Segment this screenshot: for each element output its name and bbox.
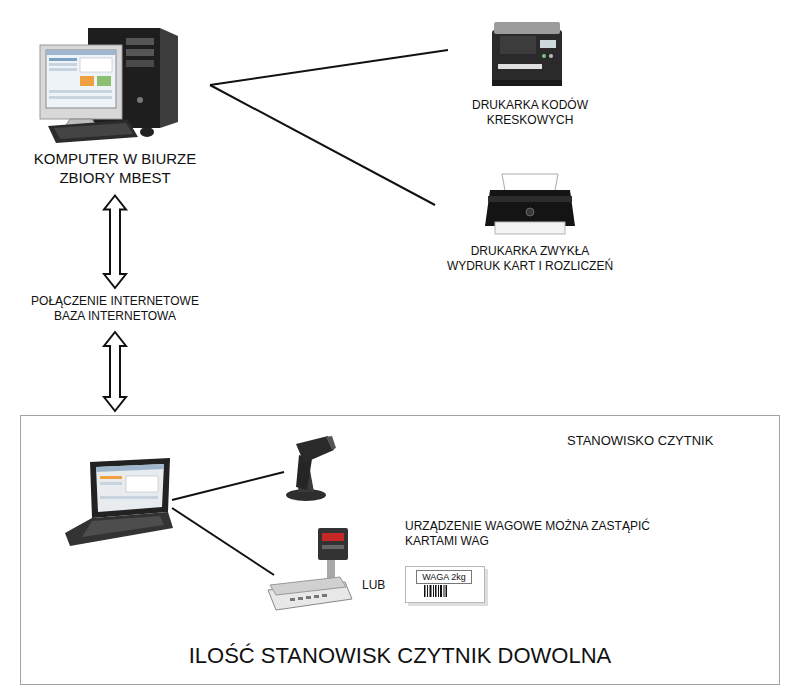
weighing-scale-icon xyxy=(322,545,344,549)
barcode-printer-icon xyxy=(492,22,562,86)
desktop-computer-icon xyxy=(126,49,154,56)
weighing-scale-icon xyxy=(270,577,346,595)
desktop-computer-icon xyxy=(46,50,116,55)
desktop-computer-icon xyxy=(137,97,143,103)
double-arrow xyxy=(104,332,126,411)
office-printer-icon xyxy=(485,174,575,234)
weight-card-barcode xyxy=(430,585,432,597)
barcode-scanner-icon xyxy=(286,436,336,501)
node-label: DRUKARKA KODÓW KRESKOWYCH xyxy=(455,98,605,128)
reader-cable xyxy=(172,508,274,575)
weighing-scale-icon xyxy=(306,596,311,599)
weight-card-barcode xyxy=(427,585,428,597)
desktop-computer-icon xyxy=(126,60,154,67)
laptop-icon xyxy=(126,476,158,492)
reader-cable xyxy=(172,472,284,500)
desktop-computer-icon xyxy=(49,90,112,93)
alternative-word: LUB xyxy=(362,578,385,593)
barcode-printer-icon xyxy=(500,36,536,54)
laptop-icon xyxy=(96,464,164,512)
reader-cable xyxy=(172,472,284,575)
barcode-printer-icon xyxy=(498,64,542,69)
desktop-computer-icon xyxy=(40,28,178,143)
laptop-icon xyxy=(96,464,164,472)
barcode-printer: DRUKARKA KODÓW KRESKOWYCH xyxy=(451,18,609,132)
reader-station-panel: WAGA 2kg STANOWISKO CZYTNIK ILOŚĆ STANOWIS… xyxy=(20,415,780,685)
weight-card-barcode xyxy=(438,585,439,597)
node-label: DRUKARKA ZWYKŁA xyxy=(442,244,618,259)
barcode-printer-icon xyxy=(542,54,546,58)
weight-card-barcode xyxy=(424,585,426,597)
office-printer-icon xyxy=(526,208,534,216)
node-description: WYDRUK KART I ROZLICZEŃ xyxy=(442,259,618,274)
desktop-computer-icon xyxy=(48,120,138,143)
desktop-computer-icon xyxy=(49,68,77,71)
weighing-scale-icon xyxy=(268,528,352,610)
office-computer: KOMPUTER W BIURZE ZBIORY MBEST xyxy=(23,22,207,192)
cable-line xyxy=(210,50,448,85)
desktop-computer-icon xyxy=(46,50,116,108)
laptop-icon xyxy=(82,516,164,537)
weighing-scale-icon xyxy=(314,595,319,598)
double-arrow xyxy=(104,196,126,289)
weight-card-barcode xyxy=(433,585,434,597)
weight-card-barcode xyxy=(435,585,437,597)
node-description: ILOŚĆ STANOWISK CZYTNIK DOWOLNA xyxy=(21,642,779,670)
weight-card-barcode xyxy=(405,566,488,606)
office-printer-icon xyxy=(488,196,572,202)
weight-card-barcode xyxy=(446,585,448,597)
weight-card-barcode xyxy=(444,585,445,597)
office-printer-icon xyxy=(485,190,575,226)
weighing-scale-icon xyxy=(322,533,344,541)
desktop-computer-icon xyxy=(126,38,154,45)
weighing-scale-icon xyxy=(290,598,295,601)
weight-card-barcode xyxy=(405,566,485,603)
weighing-scale-icon xyxy=(318,528,348,560)
internet-database: POŁĄCZENIE INTERNETOWE BAZA INTERNETOWA xyxy=(19,292,211,328)
laptop-icon xyxy=(90,458,170,518)
cable-line xyxy=(210,85,435,205)
node-label: POŁĄCZENIE INTERNETOWE BAZA INTERNETOWA xyxy=(23,294,207,324)
barcode-printer-icon xyxy=(540,40,556,48)
laptop-icon xyxy=(100,476,122,479)
barcode-printer-icon xyxy=(492,30,562,86)
laptop-icon xyxy=(65,458,173,546)
laptop-icon xyxy=(100,482,122,485)
office-printer-icon xyxy=(495,222,565,234)
note-text: URZĄDZENIE WAGOWE MOŻNA ZASTĄPIĆ KARTAMI… xyxy=(405,519,667,549)
laptop-icon xyxy=(100,496,158,499)
office-printer: DRUKARKA ZWYKŁAWYDRUK KART I ROZLICZEŃ xyxy=(438,168,622,278)
node-label: KOMPUTER W BIURZE ZBIORY MBEST xyxy=(27,150,203,188)
desktop-computer-icon xyxy=(40,45,122,119)
desktop-computer-icon xyxy=(80,76,94,86)
barcode-scanner-icon xyxy=(326,436,336,450)
desktop-computer-icon xyxy=(140,127,154,137)
laptop-icon xyxy=(65,512,173,546)
desktop-computer-icon xyxy=(160,28,178,128)
desktop-computer-icon xyxy=(97,76,111,86)
desktop-computer-icon xyxy=(80,58,112,72)
desktop-computer-icon xyxy=(49,58,77,61)
node-label: WAGA 2kg xyxy=(416,570,472,584)
desktop-computer-icon xyxy=(49,96,112,99)
weight-card: WAGA 2kg xyxy=(405,566,485,603)
barcode-printer-icon xyxy=(492,80,562,86)
node-label: STANOWISKO CZYTNIK xyxy=(567,433,713,449)
weighing-scale-icon xyxy=(298,597,303,600)
barcode-printer-icon xyxy=(494,22,560,34)
desktop-computer-icon xyxy=(54,123,133,139)
barcode-printer-icon xyxy=(549,54,553,58)
weight-card-barcode xyxy=(440,585,442,597)
weighing-scale-icon xyxy=(322,594,327,597)
desktop-computer-icon xyxy=(49,63,77,66)
